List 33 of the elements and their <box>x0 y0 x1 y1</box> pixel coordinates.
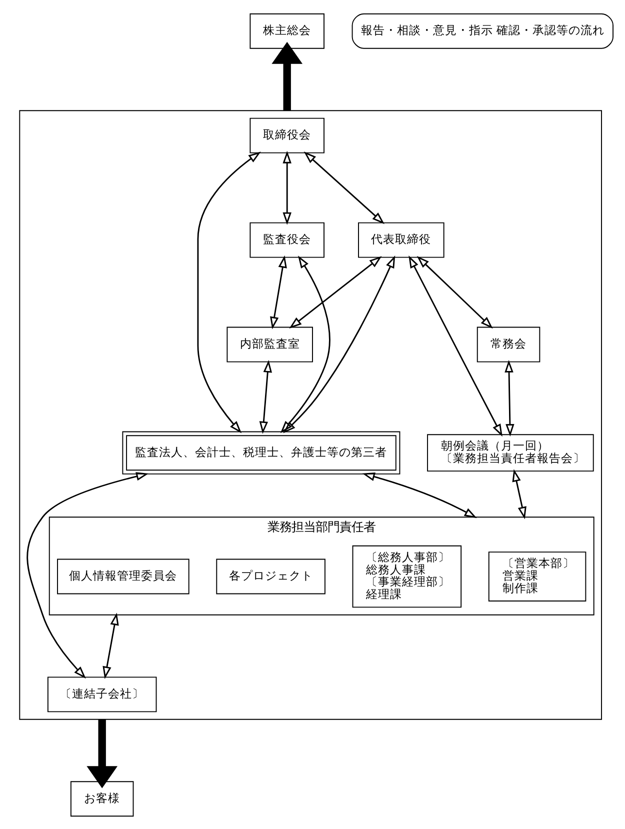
node-box: 各プロジェクト <box>216 558 326 594</box>
node-box: 個人情報管理委員会 <box>57 558 190 594</box>
arrow <box>26 472 149 678</box>
node-box: 〔連結子会社〕 <box>47 676 157 712</box>
arrow <box>283 254 396 433</box>
node-box: 内部監査室 <box>226 326 313 362</box>
node-box: 株主総会 <box>250 12 324 48</box>
arrow <box>270 254 287 329</box>
node-box: 代表取締役 <box>358 222 444 258</box>
arrow <box>102 612 119 678</box>
arrow <box>272 41 303 110</box>
arrow <box>282 150 292 224</box>
node-box: お客様 <box>70 780 134 816</box>
node-box: 常務会 <box>476 326 540 362</box>
node-box: 朝例会議（月一回） 〔業務担当責任者報告会〕 <box>427 434 594 472</box>
node-box: 監査法人、会計士、税理士、弁護士等の第三者 <box>122 430 400 474</box>
node-box: 取締役会 <box>250 117 324 153</box>
arrow <box>504 359 514 436</box>
arrow <box>280 255 330 433</box>
arrow <box>304 151 385 224</box>
node-box: 監査役会 <box>250 222 324 258</box>
arrow <box>289 256 382 328</box>
arrow <box>197 151 261 433</box>
legend-label: 報告・相談・意見・指示 確認・承認等の流れ <box>360 22 604 37</box>
node-box: 〔営業本部〕 営業課 制作課 <box>488 551 586 601</box>
arrow <box>512 468 526 519</box>
arrow <box>416 255 493 328</box>
arrow <box>408 255 502 436</box>
node-box: 〔総務人事部〕 総務人事課 〔事業経理部〕 経理課 <box>352 544 462 608</box>
cluster <box>19 110 602 720</box>
arrow <box>259 359 272 434</box>
arrow <box>86 718 118 788</box>
arrow <box>362 472 477 518</box>
